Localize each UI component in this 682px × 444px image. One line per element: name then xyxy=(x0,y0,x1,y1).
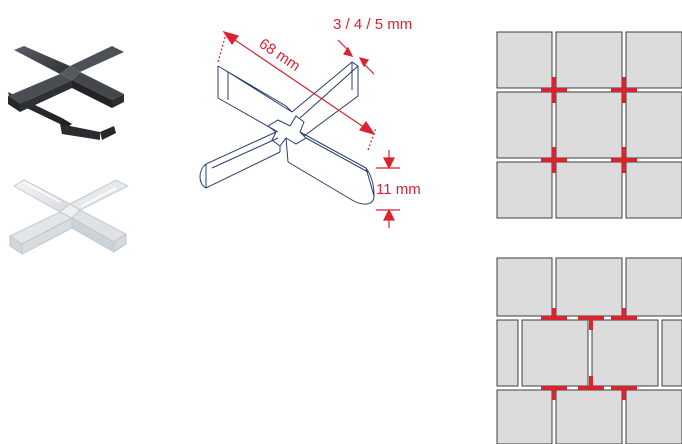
offset-tiles xyxy=(496,257,682,444)
length-label: 68 mm xyxy=(256,35,304,75)
offset-tile-pattern xyxy=(496,257,682,444)
grid-tiles xyxy=(496,31,682,219)
length-dimension-line xyxy=(217,30,377,151)
dark-spacer-image xyxy=(8,46,124,140)
spacer-technical-drawing xyxy=(199,61,375,205)
height-dimension-line xyxy=(376,150,400,228)
height-label: 11 mm xyxy=(376,181,421,198)
thickness-dimension-line xyxy=(337,39,375,75)
clear-spacer-image xyxy=(8,179,130,255)
thickness-label: 3 / 4 / 5 mm xyxy=(333,16,412,33)
grid-cross-spacers xyxy=(541,77,637,173)
offset-t-spacers xyxy=(541,308,637,400)
grid-tile-pattern xyxy=(496,31,682,219)
